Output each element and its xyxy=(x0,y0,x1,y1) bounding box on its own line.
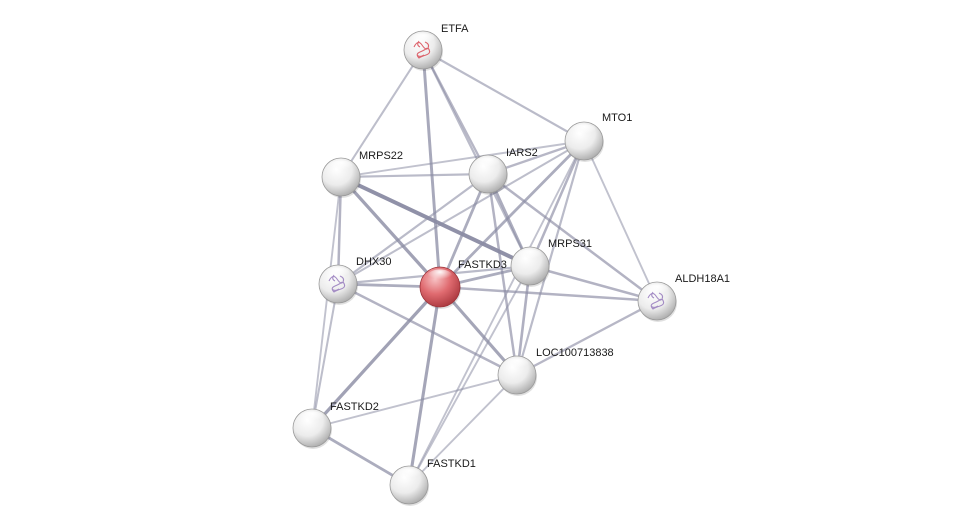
edge-mto1-loc100713838[interactable] xyxy=(515,139,586,377)
node-highlight xyxy=(505,358,529,371)
node-label: FASTKD3 xyxy=(458,259,507,271)
node-iars2[interactable]: IARS2 xyxy=(468,147,538,195)
edge-fastkd3-aldh18a1[interactable] xyxy=(438,285,659,303)
edge-loc100713838-fastkd2[interactable] xyxy=(311,374,518,429)
node-loc100713838[interactable]: LOC100713838 xyxy=(497,347,614,396)
edge-iars2-dhx30[interactable] xyxy=(336,172,490,286)
node-aldh18a1[interactable]: ALDH18A1 xyxy=(637,273,730,322)
node-fastkd3[interactable]: FASTKD3 xyxy=(419,259,507,309)
edge-aldh18a1-loc100713838[interactable] xyxy=(515,299,659,377)
node-mto1[interactable]: MTO1 xyxy=(564,112,632,162)
node-label: FASTKD1 xyxy=(427,458,476,470)
node-highlight xyxy=(397,468,421,481)
edge-iars2-loc100713838[interactable] xyxy=(486,172,519,377)
node-highlight xyxy=(326,267,350,280)
edge-dhx30-loc100713838[interactable] xyxy=(336,282,519,377)
edge-mto1-dhx30[interactable] xyxy=(336,139,586,286)
edge-fastkd3-fastkd2[interactable] xyxy=(310,285,442,430)
edge-mto1-mrps31[interactable] xyxy=(528,139,586,268)
protein-structure-icon xyxy=(413,40,431,59)
node-dhx30[interactable]: DHX30 xyxy=(318,256,391,305)
edge-etfa-fastkd3[interactable] xyxy=(421,48,442,289)
edge-mto1-aldh18a1[interactable] xyxy=(583,140,658,302)
edge-mrps31-aldh18a1[interactable] xyxy=(528,264,659,303)
node-highlight xyxy=(645,284,669,297)
node-fastkd2[interactable]: FASTKD2 xyxy=(292,401,379,449)
node-label: FASTKD2 xyxy=(330,401,379,413)
node-mrps22[interactable]: MRPS22 xyxy=(321,150,403,198)
edge-loc100713838-fastkd1[interactable] xyxy=(408,374,518,486)
node-fastkd1[interactable]: FASTKD1 xyxy=(389,458,476,506)
node-label: IARS2 xyxy=(506,147,538,159)
edge-mrps22-fastkd2[interactable] xyxy=(311,176,342,429)
node-label: DHX30 xyxy=(356,256,391,268)
edge-mrps22-fastkd3[interactable] xyxy=(339,175,442,289)
node-highlight xyxy=(411,33,435,46)
node-label: LOC100713838 xyxy=(536,347,614,359)
node-highlight xyxy=(329,160,353,173)
node-etfa[interactable]: ETFA xyxy=(403,23,469,71)
node-label: MRPS31 xyxy=(548,238,592,250)
node-highlight xyxy=(572,124,596,137)
edge-iars2-aldh18a1[interactable] xyxy=(486,172,659,303)
edge-mrps22-mto1[interactable] xyxy=(340,140,585,178)
edge-iars2-fastkd3[interactable] xyxy=(438,172,490,289)
edge-etfa-mto1[interactable] xyxy=(421,48,586,143)
edge-etfa-mrps22[interactable] xyxy=(339,48,425,179)
node-highlight xyxy=(518,249,542,262)
edge-mrps22-mrps31[interactable] xyxy=(339,175,532,268)
node-label: ALDH18A1 xyxy=(675,273,730,285)
protein-structure-icon xyxy=(328,274,346,293)
edge-mrps22-iars2[interactable] xyxy=(339,172,490,179)
node-mrps31[interactable]: MRPS31 xyxy=(510,238,592,287)
node-label: MRPS22 xyxy=(359,150,403,162)
node-label: MTO1 xyxy=(602,112,632,124)
edge-dhx30-fastkd2[interactable] xyxy=(310,282,340,430)
edge-mto1-fastkd1[interactable] xyxy=(408,140,585,486)
edge-fastkd3-fastkd1[interactable] xyxy=(407,285,442,487)
node-highlight xyxy=(476,157,500,170)
node-highlight xyxy=(427,269,453,283)
edge-mto1-fastkd3[interactable] xyxy=(438,139,586,289)
node-highlight xyxy=(300,411,324,424)
edge-mrps31-fastkd1[interactable] xyxy=(408,265,531,486)
node-label: ETFA xyxy=(441,23,469,35)
protein-structure-icon xyxy=(647,291,665,310)
